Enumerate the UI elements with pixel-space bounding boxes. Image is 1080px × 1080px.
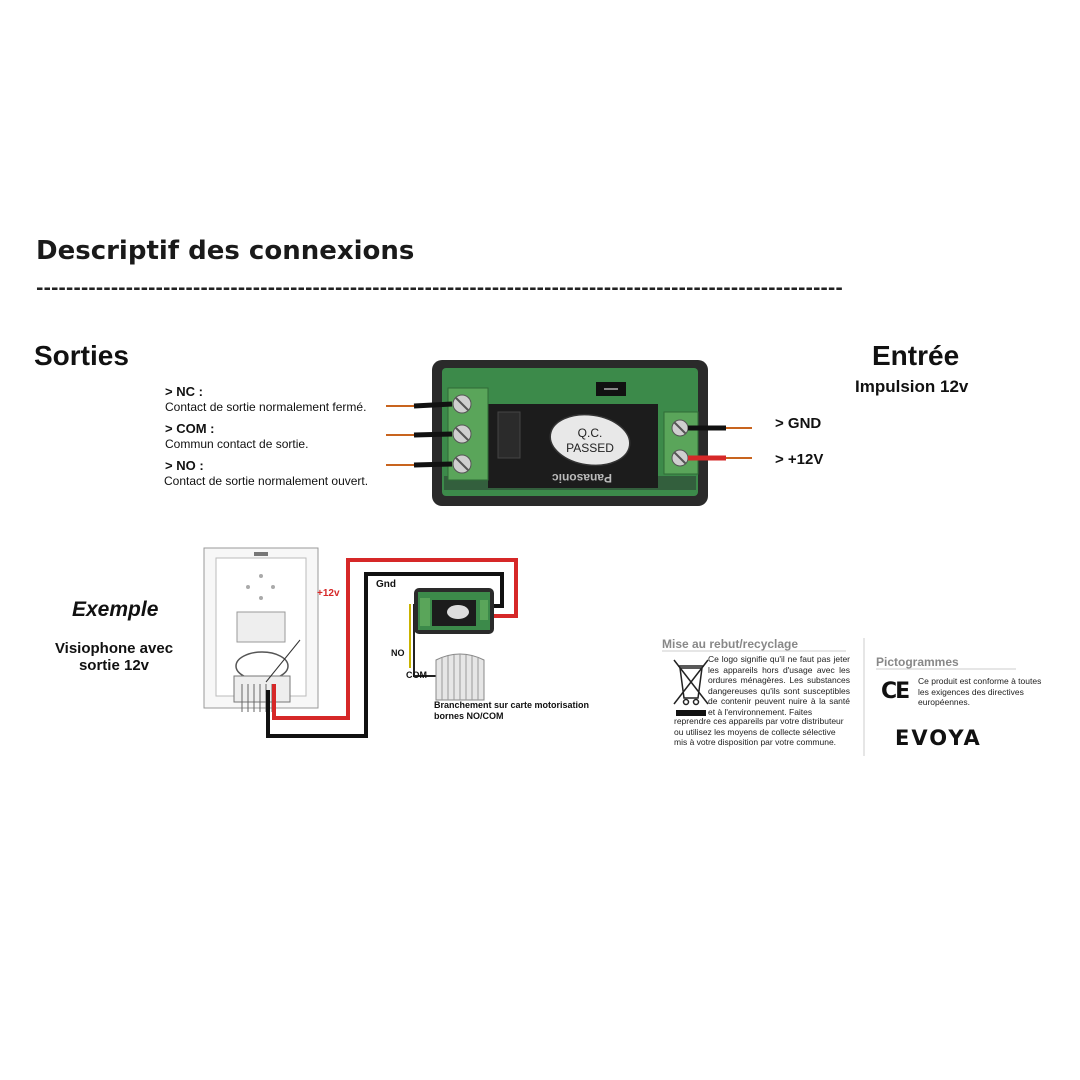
example-gnd-label: Gnd: [376, 579, 396, 590]
output-wires: [386, 401, 453, 468]
title-separator: ----------------------------------------…: [36, 278, 843, 299]
input-subheading: Impulsion 12v: [855, 377, 969, 396]
input-heading: Entrée: [872, 340, 960, 371]
page-title: Descriptif des connexions: [36, 236, 415, 266]
qc-stamp-line1: Q.C.: [578, 426, 603, 440]
input-12v-label: > +12V: [775, 451, 824, 468]
example-no-label: NO: [391, 648, 405, 658]
relay-brand: Panasonic: [552, 471, 612, 485]
weee-bin-icon: [673, 659, 709, 706]
pictograms-title: Pictogrammes: [876, 655, 959, 669]
terminal-nc-label: > NC :: [165, 384, 203, 399]
relay-module: Panasonic Q.C. PASSED: [432, 360, 708, 506]
input-gnd-label: > GND: [775, 415, 822, 432]
terminal-nc-desc: Contact de sortie normalement fermé.: [165, 400, 367, 414]
ce-text: Ce produit est conforme à toutes les exi…: [918, 676, 1042, 707]
weee-bar: [676, 710, 706, 716]
example-title: Exemple: [72, 598, 159, 621]
ce-mark-icon: CE: [881, 679, 910, 704]
example-desc: Visiophone avec sortie 12v: [54, 640, 174, 674]
intercom-panel: [203, 547, 319, 712]
example-12v-label: +12v: [317, 588, 340, 599]
recycling-text-2: reprendre ces appareils par votre distri…: [674, 716, 844, 747]
example-com-label: COM: [406, 670, 427, 680]
qc-stamp-line2: PASSED: [566, 441, 614, 455]
small-relay-module: [414, 588, 494, 634]
terminal-no-desc: Contact de sortie normalement ouvert.: [164, 474, 369, 488]
terminal-no-label: > NO :: [165, 458, 204, 473]
terminal-com-desc: Commun contact de sortie.: [165, 437, 309, 451]
recycling-text-1: Ce logo signifie qu'il ne faut pas jeter…: [708, 654, 850, 717]
recycling-title: Mise au rebut/recyclage: [662, 637, 799, 651]
terminal-com-label: > COM :: [165, 421, 215, 436]
brand-logo: EVOYA: [895, 726, 982, 750]
gate-illustration: [435, 653, 485, 701]
example-caption: Branchement sur carte motorisation borne…: [434, 700, 590, 721]
outputs-heading: Sorties: [34, 340, 129, 371]
input-wires: [688, 425, 752, 461]
